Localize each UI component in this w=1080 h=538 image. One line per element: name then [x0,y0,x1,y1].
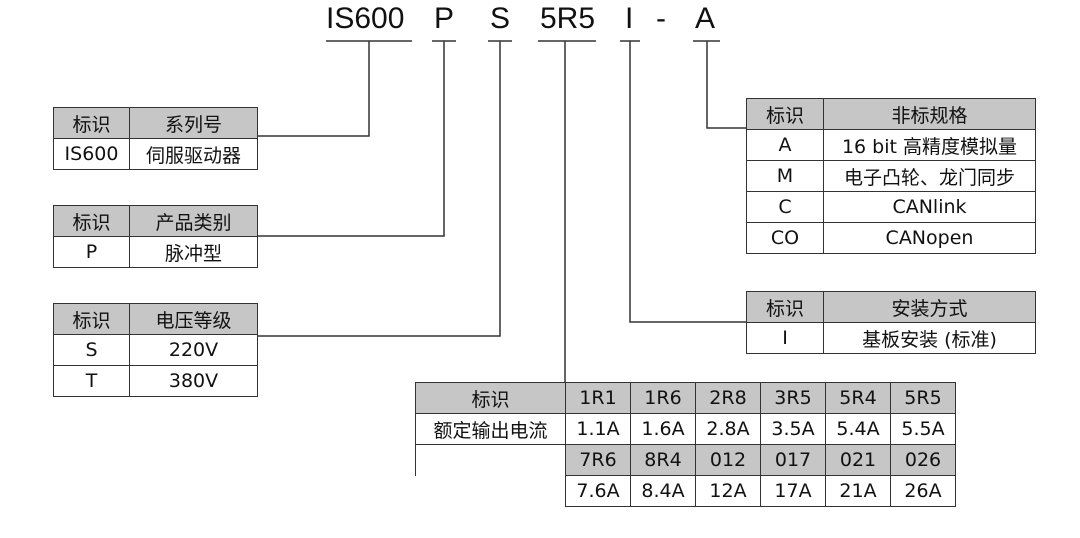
voltage-cell-name: 220V [129,334,258,366]
current-blank-cell [415,444,566,476]
leader-mount [629,41,746,323]
type-cell-id: P [53,236,130,268]
code-voltage: S [490,2,511,35]
mount-cell-id: I [746,322,824,354]
nonstandard-cell-id: A [746,129,824,161]
mount-header-id: 标识 [746,291,824,323]
current-code: 1R1 [565,382,631,414]
code-type: P [434,2,455,35]
current-code: 012 [695,444,761,476]
current-value: 3.5A [760,413,826,445]
current-label-value: 额定输出电流 [415,413,566,445]
current-value: 8.4A [630,475,696,507]
voltage-header-id: 标识 [53,303,130,335]
current-table: 标识 1R1 1R6 2R8 3R5 5R4 5R5 额定输出电流 1.1A 1… [415,382,956,507]
current-blank-cell [416,476,566,507]
mount-table: 标识 安装方式 I 基板安装 (标准) [746,291,1036,354]
series-header-name: 系列号 [129,107,258,139]
voltage-header-name: 电压等级 [129,303,258,335]
current-value: 5.4A [825,413,891,445]
current-value: 12A [695,475,761,507]
mount-cell-name: 基板安装 (标准) [823,322,1036,354]
voltage-cell-id: S [53,334,130,366]
nonstandard-cell-name: 电子凸轮、龙门同步 [823,160,1036,192]
nonstandard-cell-id: C [746,191,824,223]
type-header-id: 标识 [53,205,130,237]
nonstandard-table: 标识 非标规格 A 16 bit 高精度模拟量 M 电子凸轮、龙门同步 C CA… [746,98,1036,254]
series-cell-name: 伺服驱动器 [129,138,258,170]
leader-nonstandard [706,41,746,129]
nonstandard-cell-id: M [746,160,824,192]
leader-voltage [258,41,501,337]
code-series: IS600 [326,2,405,35]
nonstandard-cell-id: CO [746,222,824,254]
current-code: 5R4 [825,382,891,414]
series-table: 标识 系列号 IS600 伺服驱动器 [53,107,258,170]
code-mount: I [625,2,634,35]
nonstandard-cell-name: CANlink [823,191,1036,223]
voltage-cell-name: 380V [129,365,258,397]
leader-series [258,41,370,137]
current-value: 7.6A [565,475,631,507]
mount-header-name: 安装方式 [823,291,1036,323]
current-code: 3R5 [760,382,826,414]
nonstandard-header-id: 标识 [746,98,824,130]
current-code: 8R4 [630,444,696,476]
current-value: 2.8A [695,413,761,445]
code-nonstandard: A [695,2,716,35]
type-header-name: 产品类别 [129,205,258,237]
current-code: 017 [760,444,826,476]
code-dash: - [656,2,666,35]
current-code: 7R6 [565,444,631,476]
nonstandard-cell-name: 16 bit 高精度模拟量 [823,129,1036,161]
nonstandard-cell-name: CANopen [823,222,1036,254]
current-code: 021 [825,444,891,476]
type-table: 标识 产品类别 P 脉冲型 [53,205,258,268]
current-code: 026 [890,444,956,476]
voltage-table: 标识 电压等级 S 220V T 380V [53,303,258,397]
current-value: 26A [890,475,956,507]
voltage-cell-id: T [53,365,130,397]
current-value: 5.5A [890,413,956,445]
current-value: 1.1A [565,413,631,445]
current-code: 5R5 [890,382,956,414]
series-header-id: 标识 [53,107,130,139]
type-cell-name: 脉冲型 [129,236,258,268]
leader-type [258,41,445,237]
current-label-header: 标识 [415,382,566,414]
current-value: 1.6A [630,413,696,445]
current-value: 21A [825,475,891,507]
current-value: 17A [760,475,826,507]
nonstandard-header-name: 非标规格 [823,98,1036,130]
code-current: 5R5 [540,2,596,35]
current-code: 2R8 [695,382,761,414]
current-code: 1R6 [630,382,696,414]
series-cell-id: IS600 [53,138,130,170]
